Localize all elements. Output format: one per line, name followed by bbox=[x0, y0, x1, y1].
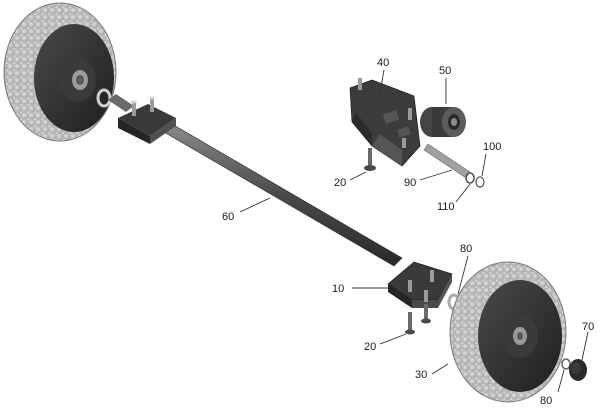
pin-90 bbox=[423, 143, 471, 179]
callout-100: 100 bbox=[483, 141, 501, 153]
roller-50 bbox=[420, 107, 466, 137]
upper-left-bracket bbox=[118, 96, 176, 144]
callout-20-upper: 20 bbox=[334, 177, 346, 189]
screw-lower bbox=[405, 304, 431, 335]
leader-70 bbox=[581, 331, 589, 361]
callout-60: 60 bbox=[222, 211, 234, 223]
callout-10: 10 bbox=[332, 283, 344, 295]
leader-80-inner bbox=[457, 255, 469, 295]
screw-upper bbox=[364, 148, 376, 171]
callout-20-lower: 20 bbox=[364, 341, 376, 353]
callout-30: 30 bbox=[415, 369, 427, 381]
washer-80-outer bbox=[561, 358, 571, 370]
left-wheel-washer bbox=[96, 88, 112, 108]
wheel-30 bbox=[449, 261, 567, 403]
callout-70: 70 bbox=[582, 321, 594, 333]
callout-labels: 60 10 40 50 90 100 110 20 20 80 80 30 70 bbox=[222, 57, 594, 407]
washer-100 bbox=[475, 176, 485, 188]
callout-50: 50 bbox=[439, 65, 451, 77]
leader-20-upper bbox=[349, 171, 367, 181]
leader-lines bbox=[239, 69, 589, 393]
callout-80-outer: 80 bbox=[540, 395, 552, 407]
callout-110: 110 bbox=[437, 201, 455, 213]
hubcap-70 bbox=[569, 359, 587, 381]
leader-100 bbox=[481, 153, 487, 177]
callout-90: 90 bbox=[404, 177, 416, 189]
leader-110 bbox=[455, 183, 471, 203]
bracket-10 bbox=[387, 261, 453, 308]
leader-80-outer bbox=[557, 369, 565, 393]
left-wheel bbox=[3, 2, 117, 142]
leader-30 bbox=[431, 363, 449, 375]
callout-80-inner: 80 bbox=[460, 243, 472, 255]
leader-40 bbox=[379, 69, 385, 93]
leader-60 bbox=[239, 197, 271, 213]
washer-110 bbox=[465, 172, 475, 184]
leader-90 bbox=[419, 169, 453, 181]
bracket-40 bbox=[349, 78, 421, 167]
leader-20-lower bbox=[379, 333, 407, 345]
callout-40: 40 bbox=[377, 57, 389, 69]
